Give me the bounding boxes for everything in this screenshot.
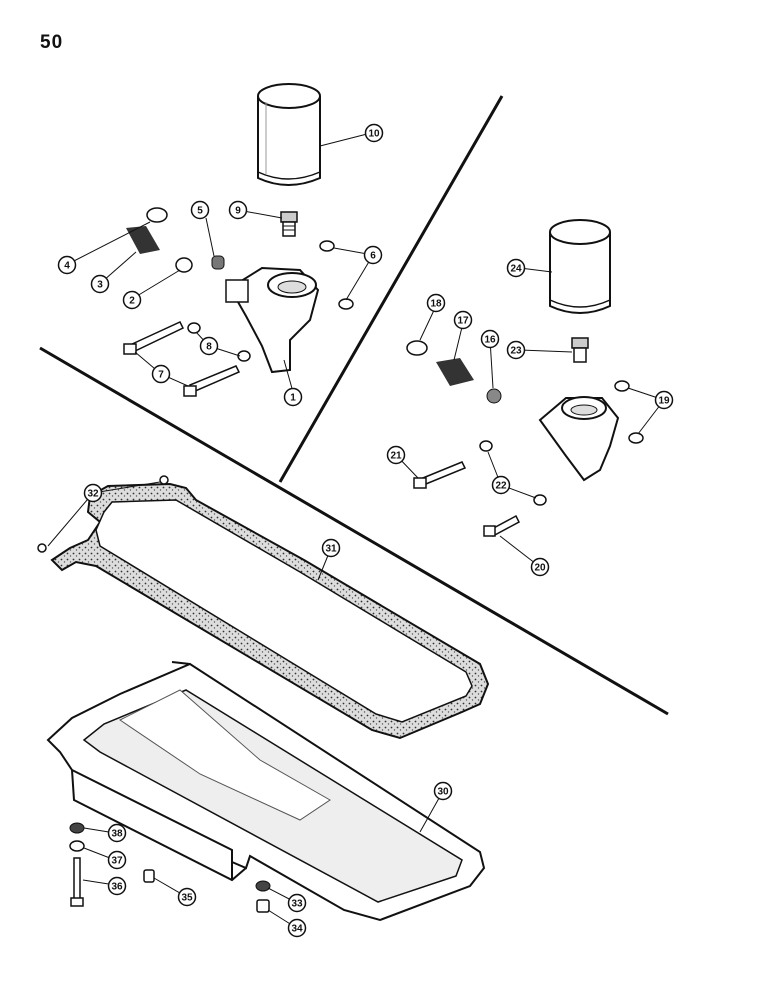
callout-20: 20 — [530, 557, 550, 577]
divider-lines — [39, 95, 669, 716]
callout-33: 33 — [287, 893, 307, 913]
callout-label: 20 — [534, 563, 546, 574]
oil-filter-base-left — [225, 266, 320, 374]
filter-adapter-left — [280, 211, 298, 237]
gasket-screws — [37, 475, 169, 553]
callout-label: 2 — [129, 296, 135, 307]
callout-23: 23 — [506, 340, 526, 360]
oil-pan — [46, 661, 486, 922]
bolts-left — [123, 321, 251, 397]
callout-18: 18 — [426, 293, 446, 313]
callout-34: 34 — [287, 918, 307, 938]
callout-label: 31 — [325, 544, 337, 555]
callout-3: 3 — [90, 274, 110, 294]
callout-label: 30 — [437, 787, 449, 798]
callout-1: 1 — [283, 387, 303, 407]
callout-label: 33 — [291, 899, 303, 910]
relief-valve-parts-left — [126, 207, 354, 310]
callout-35: 35 — [177, 887, 197, 907]
callout-label: 1 — [290, 393, 296, 404]
callout-label: 19 — [658, 396, 670, 407]
callout-30: 30 — [433, 781, 453, 801]
callout-21: 21 — [386, 445, 406, 465]
callout-24: 24 — [506, 258, 526, 278]
callout-6: 6 — [363, 245, 383, 265]
callout-38: 38 — [107, 823, 127, 843]
callout-label: 37 — [111, 856, 123, 867]
callout-37: 37 — [107, 850, 127, 870]
filter-adapter-right — [571, 337, 589, 363]
oil-filter-right — [549, 219, 611, 314]
callout-17: 17 — [453, 310, 473, 330]
callout-4: 4 — [57, 255, 77, 275]
oil-pan-gasket — [50, 482, 490, 740]
callout-19: 19 — [654, 390, 674, 410]
relief-valve-parts-right — [406, 340, 644, 538]
callout-label: 5 — [197, 206, 203, 217]
callout-7: 7 — [151, 364, 171, 384]
callout-5: 5 — [190, 200, 210, 220]
callout-label: 34 — [291, 924, 303, 935]
callout-10: 10 — [364, 123, 384, 143]
oil-filter-left — [257, 83, 321, 186]
callout-label: 18 — [430, 299, 442, 310]
callout-label: 6 — [370, 251, 376, 262]
callout-16: 16 — [480, 329, 500, 349]
callout-36: 36 — [107, 876, 127, 896]
callout-label: 24 — [510, 264, 522, 275]
callout-label: 9 — [235, 206, 241, 217]
callout-22: 22 — [491, 475, 511, 495]
callout-label: 10 — [368, 129, 380, 140]
oil-filter-base-right — [538, 396, 620, 482]
page-number: 50 — [40, 32, 64, 53]
callout-2: 2 — [122, 290, 142, 310]
callout-9: 9 — [228, 200, 248, 220]
callout-label: 38 — [111, 829, 123, 840]
callout-label: 21 — [390, 451, 402, 462]
callouts: 1 2 3 4 5 6 7 8 9 10 16 17 18 19 20 21 2… — [57, 123, 674, 938]
callout-label: 16 — [484, 335, 496, 346]
callout-label: 23 — [510, 346, 522, 357]
callout-label: 36 — [111, 882, 123, 893]
callout-32: 32 — [83, 483, 103, 503]
callout-label: 4 — [64, 261, 70, 272]
callout-label: 7 — [158, 370, 164, 381]
callout-label: 32 — [87, 489, 99, 500]
callout-label: 22 — [495, 481, 507, 492]
callout-label: 3 — [97, 280, 103, 291]
pan-hardware — [69, 822, 271, 913]
callout-label: 8 — [206, 342, 212, 353]
callout-label: 17 — [457, 316, 469, 327]
callout-label: 35 — [181, 893, 193, 904]
callout-31: 31 — [321, 538, 341, 558]
callout-8: 8 — [199, 336, 219, 356]
